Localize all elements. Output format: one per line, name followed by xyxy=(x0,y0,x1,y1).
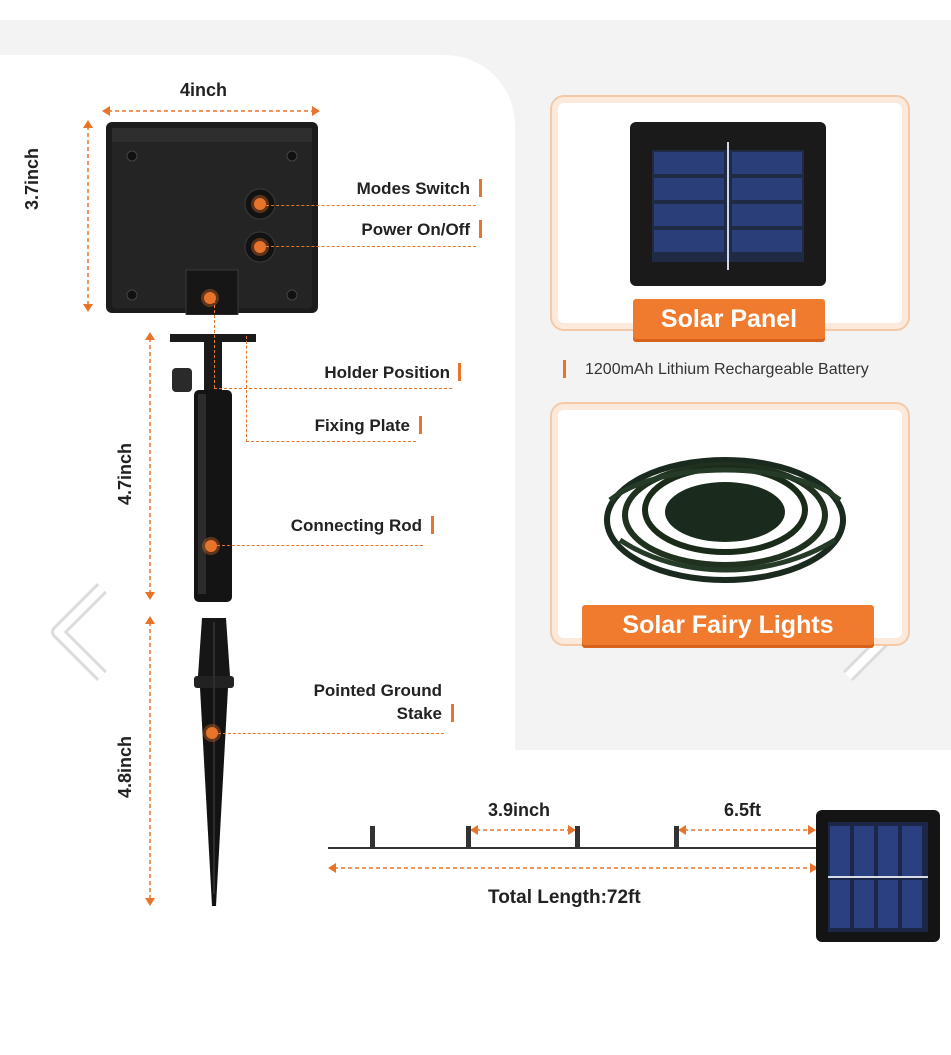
total-length-arrow xyxy=(328,863,818,873)
modes-switch-marker xyxy=(254,198,266,210)
plate-leader-vert xyxy=(246,336,247,442)
modes-switch-label: Modes Switch xyxy=(356,179,470,198)
total-length-label: Total Length:72ft xyxy=(488,887,641,908)
ground-stake-bar xyxy=(451,704,454,722)
power-switch-leader xyxy=(266,246,476,247)
rod-dimension-label: 4.7inch xyxy=(115,442,135,505)
rod-marker xyxy=(205,540,217,552)
connecting-rod-image xyxy=(170,334,256,602)
holder-marker xyxy=(204,292,216,304)
modes-switch-bar xyxy=(479,179,482,197)
small-solar-panel-image xyxy=(816,810,940,942)
stake-dimension-label: 4.8inch xyxy=(115,735,135,798)
height-dimension-arrow xyxy=(83,120,93,312)
battery-bar xyxy=(563,360,566,378)
connecting-rod-label: Connecting Rod xyxy=(290,516,422,535)
ground-stake-label-2: Stake xyxy=(396,704,442,723)
stake-marker xyxy=(206,727,218,739)
width-dimension-arrow xyxy=(102,106,320,116)
stake-leader xyxy=(218,733,444,734)
solar-box-back xyxy=(106,122,318,315)
fixing-plate-label: Fixing Plate xyxy=(314,416,410,435)
ground-stake-label-1: Pointed Ground xyxy=(313,681,442,700)
rod-dimension-arrow xyxy=(145,332,155,600)
holder-position-bar xyxy=(458,363,461,381)
solar-panel-title: Solar Panel xyxy=(633,299,825,339)
power-switch-marker xyxy=(254,241,266,253)
lead-wire-label: 6.5ft xyxy=(724,800,762,820)
fairy-lights-image xyxy=(604,457,846,583)
rod-leader xyxy=(217,545,423,546)
holder-position-label: Holder Position xyxy=(324,363,450,382)
stake-dimension-arrow xyxy=(145,616,155,906)
light-string-wire xyxy=(328,826,820,849)
connecting-rod-bar xyxy=(431,516,434,534)
ground-stake-image xyxy=(194,618,234,906)
bulb-spacing-label: 3.9inch xyxy=(488,800,551,820)
fairy-lights-title: Solar Fairy Lights xyxy=(582,605,874,645)
bulb-spacing-arrow xyxy=(470,825,576,835)
fixing-plate-bar xyxy=(419,416,422,434)
modes-switch-leader xyxy=(266,205,476,206)
plate-leader xyxy=(246,441,416,442)
power-onoff-bar xyxy=(479,220,482,238)
holder-leader-vert xyxy=(214,300,215,388)
power-onoff-label: Power On/Off xyxy=(361,220,470,239)
height-dimension-label: 3.7inch xyxy=(22,147,42,210)
chevron-left-icon xyxy=(54,585,105,679)
holder-leader xyxy=(214,388,452,389)
solar-panel-image xyxy=(630,122,826,286)
battery-text: 1200mAh Lithium Rechargeable Battery xyxy=(585,361,869,378)
width-dimension-label: 4inch xyxy=(180,80,228,100)
lead-wire-arrow xyxy=(678,825,816,835)
prev-button[interactable] xyxy=(48,582,108,682)
